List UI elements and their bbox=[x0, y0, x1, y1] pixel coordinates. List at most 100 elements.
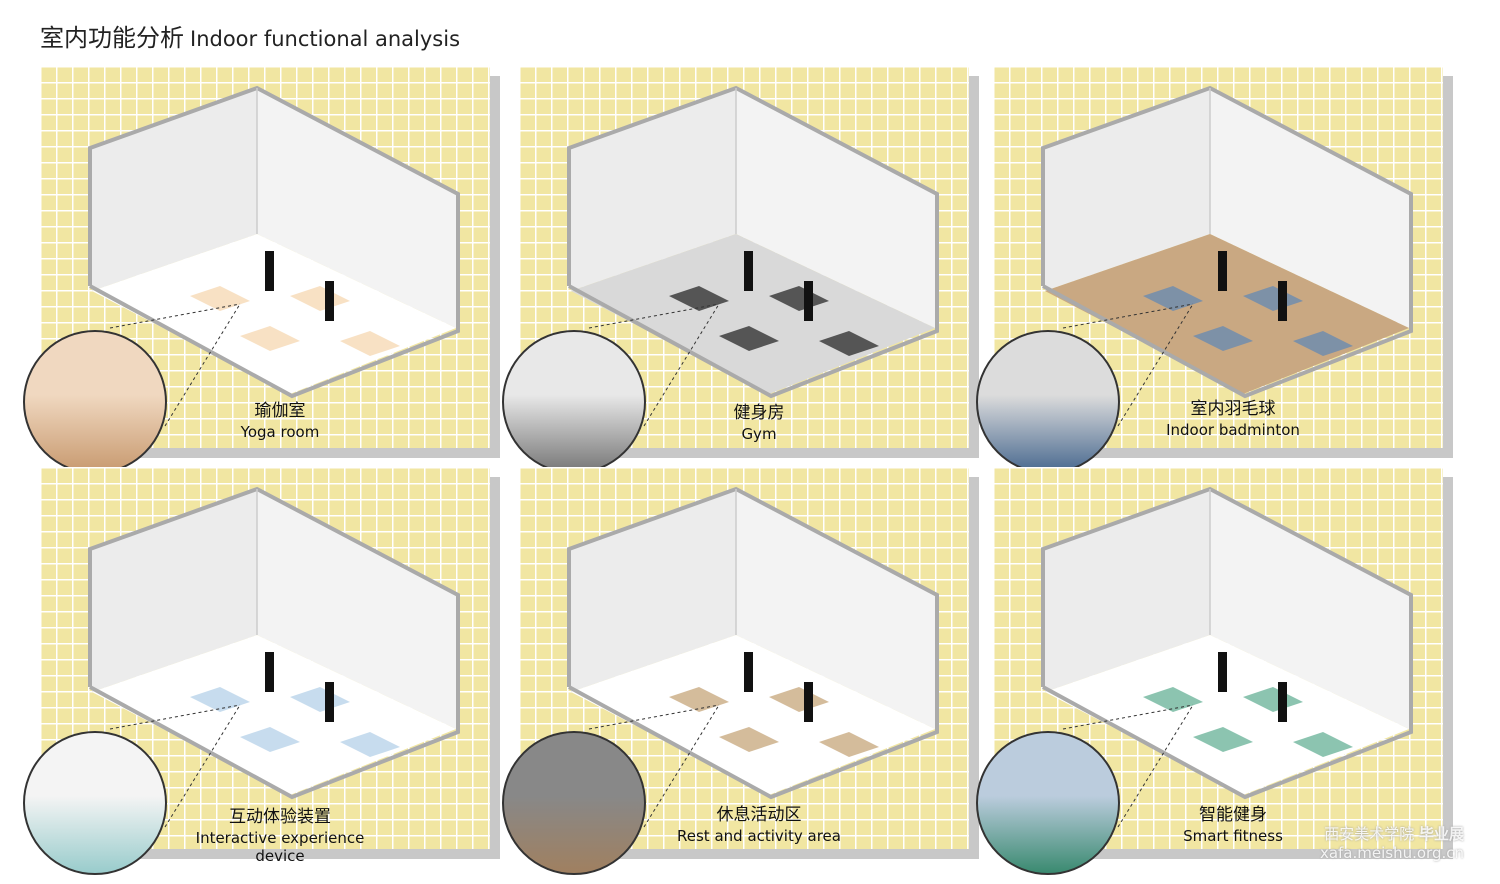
callout-line bbox=[109, 704, 241, 730]
furniture bbox=[769, 286, 829, 311]
room-name-zh: 互动体验装置 bbox=[229, 807, 331, 827]
furniture bbox=[819, 732, 879, 757]
back-left-wall bbox=[569, 489, 736, 692]
back-right-wall bbox=[1210, 88, 1411, 328]
room-label: 互动体验装置 Interactive experience device bbox=[180, 802, 380, 865]
back-left-wall bbox=[1043, 88, 1210, 291]
watermark-url: xafa.meishu.org.cn bbox=[1319, 844, 1464, 862]
furniture bbox=[1193, 727, 1253, 752]
rendered-view-inset bbox=[976, 330, 1120, 474]
room-name-zh: 智能健身 bbox=[1199, 805, 1267, 825]
person-silhouette bbox=[744, 652, 753, 692]
room-name-en: Rest and activity area bbox=[677, 827, 841, 845]
back-right-wall bbox=[1210, 489, 1411, 729]
isometric-room bbox=[1041, 486, 1413, 828]
furniture bbox=[290, 286, 350, 311]
callout-line bbox=[109, 303, 241, 329]
floor bbox=[1045, 234, 1409, 394]
floor bbox=[92, 234, 456, 394]
person-silhouette bbox=[265, 251, 274, 291]
watermark-label: 毕业展 bbox=[1418, 825, 1464, 843]
person-silhouette bbox=[1218, 652, 1227, 692]
isometric-room bbox=[1041, 85, 1413, 427]
room-name-en: Yoga room bbox=[240, 423, 320, 441]
person-silhouette bbox=[804, 281, 813, 321]
watermark-school: 西安美术学院 bbox=[1324, 825, 1415, 843]
room-panel: 休息活动区 Rest and activity area bbox=[502, 467, 979, 875]
room-panel: 智能健身 Smart fitness bbox=[976, 467, 1453, 875]
rendered-view-inset bbox=[976, 731, 1120, 875]
person-silhouette bbox=[265, 652, 274, 692]
room-outline bbox=[567, 486, 939, 800]
room-panel: 互动体验装置 Interactive experience device bbox=[23, 467, 500, 875]
room-outline bbox=[1041, 486, 1413, 800]
person-silhouette bbox=[1218, 251, 1227, 291]
room-label: 室内羽毛球 Indoor badminton bbox=[1133, 394, 1333, 439]
furniture bbox=[819, 331, 879, 356]
callout-line bbox=[588, 303, 720, 329]
furniture bbox=[340, 331, 400, 356]
furniture bbox=[240, 326, 300, 351]
watermark: 西安美术学院 毕业展 xafa.meishu.org.cn bbox=[1320, 823, 1464, 862]
room-panel: 瑜伽室 Yoga room bbox=[23, 66, 500, 474]
room-name-en: Gym bbox=[741, 425, 777, 443]
room-name-zh: 休息活动区 bbox=[716, 805, 802, 825]
rendered-view-inset bbox=[23, 330, 167, 474]
room-name-en: Smart fitness bbox=[1183, 827, 1283, 845]
furniture bbox=[1243, 286, 1303, 311]
room-name-zh: 健身房 bbox=[733, 403, 785, 423]
isometric-room bbox=[567, 486, 939, 828]
floor bbox=[92, 635, 456, 795]
person-silhouette bbox=[325, 281, 334, 321]
back-right-wall bbox=[736, 489, 937, 729]
back-right-wall bbox=[257, 88, 458, 328]
room-name-en: Interactive experience device bbox=[195, 829, 365, 865]
room-label: 休息活动区 Rest and activity area bbox=[659, 800, 859, 845]
room-panel: 健身房 Gym bbox=[502, 66, 979, 474]
furniture bbox=[719, 326, 779, 351]
rendered-view-inset bbox=[502, 731, 646, 875]
furniture bbox=[340, 732, 400, 757]
back-right-wall bbox=[257, 489, 458, 729]
callout-line bbox=[1062, 303, 1194, 329]
room-label: 健身房 Gym bbox=[659, 398, 859, 443]
room-outline bbox=[567, 85, 939, 399]
callout-line bbox=[588, 704, 720, 730]
room-label: 智能健身 Smart fitness bbox=[1133, 800, 1333, 845]
room-name-zh: 瑜伽室 bbox=[254, 401, 306, 421]
furniture bbox=[1293, 732, 1353, 757]
person-silhouette bbox=[744, 251, 753, 291]
room-outline bbox=[88, 85, 460, 399]
floor bbox=[571, 635, 935, 795]
isometric-room bbox=[567, 85, 939, 427]
furniture bbox=[240, 727, 300, 752]
rendered-view-inset bbox=[23, 731, 167, 875]
room-name-en: Indoor badminton bbox=[1166, 421, 1300, 439]
rendered-view-inset bbox=[502, 330, 646, 474]
furniture bbox=[1193, 326, 1253, 351]
floor bbox=[1045, 635, 1409, 795]
title-en: Indoor functional analysis bbox=[190, 27, 461, 51]
back-left-wall bbox=[90, 88, 257, 291]
room-outline bbox=[1041, 85, 1413, 399]
room-name-zh: 室内羽毛球 bbox=[1190, 399, 1276, 419]
room-label: 瑜伽室 Yoga room bbox=[180, 396, 380, 441]
isometric-room bbox=[88, 85, 460, 427]
back-left-wall bbox=[90, 489, 257, 692]
furniture bbox=[1243, 687, 1303, 712]
room-panel: 室内羽毛球 Indoor badminton bbox=[976, 66, 1453, 474]
person-silhouette bbox=[1278, 281, 1287, 321]
furniture bbox=[719, 727, 779, 752]
back-left-wall bbox=[1043, 489, 1210, 692]
furniture bbox=[769, 687, 829, 712]
furniture bbox=[290, 687, 350, 712]
person-silhouette bbox=[1278, 682, 1287, 722]
room-outline bbox=[88, 486, 460, 800]
back-right-wall bbox=[736, 88, 937, 328]
title-zh: 室内功能分析 bbox=[40, 24, 184, 52]
person-silhouette bbox=[325, 682, 334, 722]
furniture bbox=[1293, 331, 1353, 356]
back-left-wall bbox=[569, 88, 736, 291]
floor bbox=[571, 234, 935, 394]
